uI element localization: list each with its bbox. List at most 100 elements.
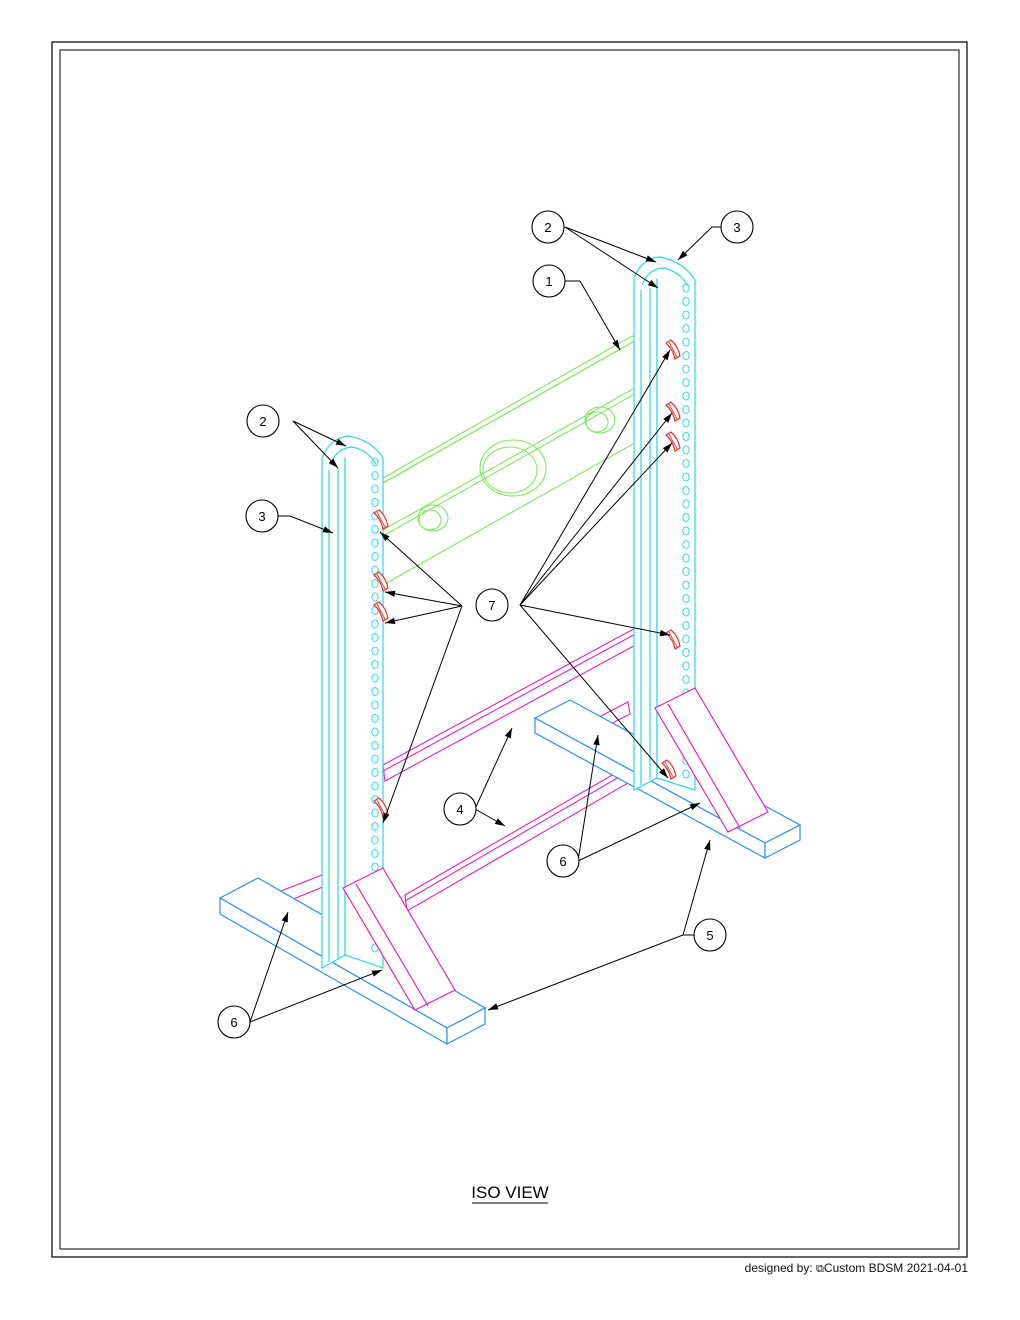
post-hole bbox=[371, 646, 379, 656]
post-hole bbox=[682, 499, 690, 509]
arrowhead bbox=[663, 413, 672, 423]
post-hole bbox=[682, 432, 690, 441]
arrowhead bbox=[383, 812, 390, 823]
post-hole bbox=[371, 673, 379, 683]
peg-edge bbox=[376, 799, 386, 816]
arrowhead bbox=[328, 458, 338, 468]
post-hole bbox=[682, 540, 690, 549]
post-hole bbox=[682, 364, 690, 374]
peg-edge bbox=[668, 433, 678, 450]
post-hole bbox=[371, 754, 379, 764]
peg-edge bbox=[664, 761, 674, 778]
balloon-7: 7 bbox=[475, 588, 509, 622]
post-hole bbox=[682, 297, 690, 306]
leader-lines bbox=[249, 226, 752, 1023]
balloon-label: 3 bbox=[258, 509, 265, 524]
peg-edge bbox=[668, 403, 678, 420]
brace-left bbox=[342, 867, 456, 1011]
post-hole bbox=[371, 741, 379, 750]
post-hole bbox=[682, 675, 690, 684]
arrowhead bbox=[335, 438, 346, 446]
peg-edge bbox=[668, 631, 678, 648]
post-hole bbox=[682, 405, 690, 414]
balloon-label: 3 bbox=[733, 220, 740, 235]
post-hole bbox=[682, 661, 690, 671]
arrowhead bbox=[371, 970, 382, 977]
post-hole bbox=[682, 634, 690, 644]
post-hole bbox=[371, 714, 379, 723]
balloon-label: 1 bbox=[545, 274, 552, 289]
balloon-1: 1 bbox=[532, 264, 566, 298]
balloon-5: 5 bbox=[693, 918, 727, 952]
credit-date: 2021-04-01 bbox=[906, 1261, 968, 1275]
peg-edge bbox=[376, 511, 386, 528]
post-hole bbox=[371, 457, 379, 467]
post-hole bbox=[682, 607, 690, 617]
post-hole bbox=[682, 445, 690, 455]
post-hole bbox=[682, 283, 690, 293]
view-title: ISO VIEW bbox=[471, 1183, 548, 1202]
arrowhead bbox=[593, 735, 600, 746]
post-hole bbox=[682, 621, 690, 630]
post-hole bbox=[371, 538, 379, 548]
arrowhead bbox=[662, 350, 670, 361]
arrowhead bbox=[704, 840, 711, 851]
post-hole bbox=[371, 619, 379, 629]
arrowhead bbox=[689, 803, 700, 811]
arrowhead bbox=[488, 1003, 499, 1010]
arrowhead bbox=[645, 255, 656, 262]
post-hole bbox=[682, 310, 690, 320]
post-hole bbox=[682, 459, 690, 468]
balloon-2-top: 2 bbox=[531, 210, 565, 244]
arrowhead bbox=[494, 818, 505, 826]
balloon-label: 4 bbox=[456, 802, 463, 817]
peg-edge bbox=[376, 603, 386, 620]
post-hole bbox=[371, 700, 379, 710]
post-hole bbox=[371, 552, 379, 561]
post-hole bbox=[371, 660, 379, 669]
post-hole bbox=[682, 553, 690, 563]
post-hole bbox=[682, 472, 690, 482]
inner-border bbox=[59, 49, 960, 1250]
credit-brand: Custom BDSM bbox=[823, 1261, 904, 1275]
post-hole bbox=[371, 471, 379, 480]
balloon-label: 2 bbox=[544, 220, 551, 235]
outer-border bbox=[51, 41, 968, 1258]
post-hole bbox=[371, 781, 379, 791]
arrowhead bbox=[662, 443, 672, 453]
arrowhead bbox=[385, 590, 396, 597]
balloon-6-right: 6 bbox=[546, 844, 580, 878]
arrowhead bbox=[678, 250, 688, 260]
balloon-2-left: 2 bbox=[246, 404, 280, 438]
balloon-label: 6 bbox=[230, 1015, 237, 1030]
arrowhead bbox=[380, 532, 390, 542]
designer-credit: designed by: ⧉Custom BDSM 2021-04-01 bbox=[745, 1261, 968, 1276]
balloon-label: 2 bbox=[259, 414, 266, 429]
post-hole bbox=[371, 849, 379, 858]
peg-edge bbox=[668, 341, 678, 358]
brace-right bbox=[654, 687, 769, 833]
post-hole bbox=[371, 808, 379, 818]
balloon-3-top: 3 bbox=[720, 210, 754, 244]
arrowhead bbox=[504, 728, 512, 739]
balloon-6-left: 6 bbox=[217, 1005, 251, 1039]
post-hole bbox=[371, 822, 379, 831]
post-hole bbox=[682, 594, 690, 603]
arrowhead bbox=[322, 526, 333, 533]
post-hole bbox=[682, 580, 690, 590]
post-hole bbox=[371, 498, 379, 507]
post-hole bbox=[371, 484, 379, 494]
post-hole bbox=[371, 579, 379, 588]
arrowhead bbox=[385, 617, 396, 624]
post-hole bbox=[371, 835, 379, 845]
arrowhead bbox=[647, 279, 658, 288]
balloon-4: 4 bbox=[443, 792, 477, 826]
post-hole bbox=[682, 513, 690, 522]
copyright-icon: ⧉ bbox=[816, 1263, 824, 1275]
post-hole bbox=[682, 418, 690, 428]
post-hole bbox=[682, 567, 690, 576]
post-hole bbox=[371, 687, 379, 696]
post-hole bbox=[682, 769, 690, 779]
post-hole bbox=[682, 337, 690, 347]
post-hole bbox=[682, 351, 690, 360]
